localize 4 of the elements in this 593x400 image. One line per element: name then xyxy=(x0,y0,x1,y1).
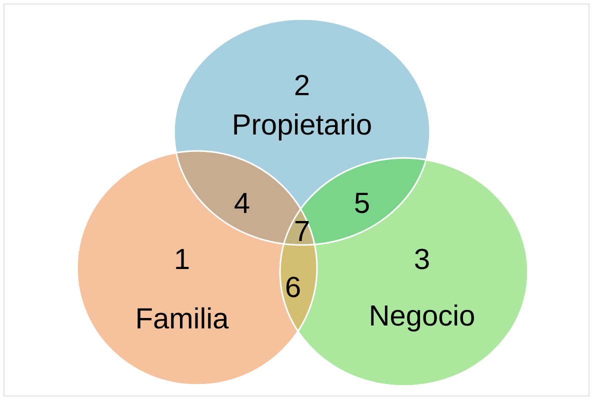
region-number: 7 xyxy=(295,221,309,241)
region-number: 5 xyxy=(355,192,369,214)
region-number: 6 xyxy=(286,276,300,298)
region-number: 4 xyxy=(234,193,250,213)
